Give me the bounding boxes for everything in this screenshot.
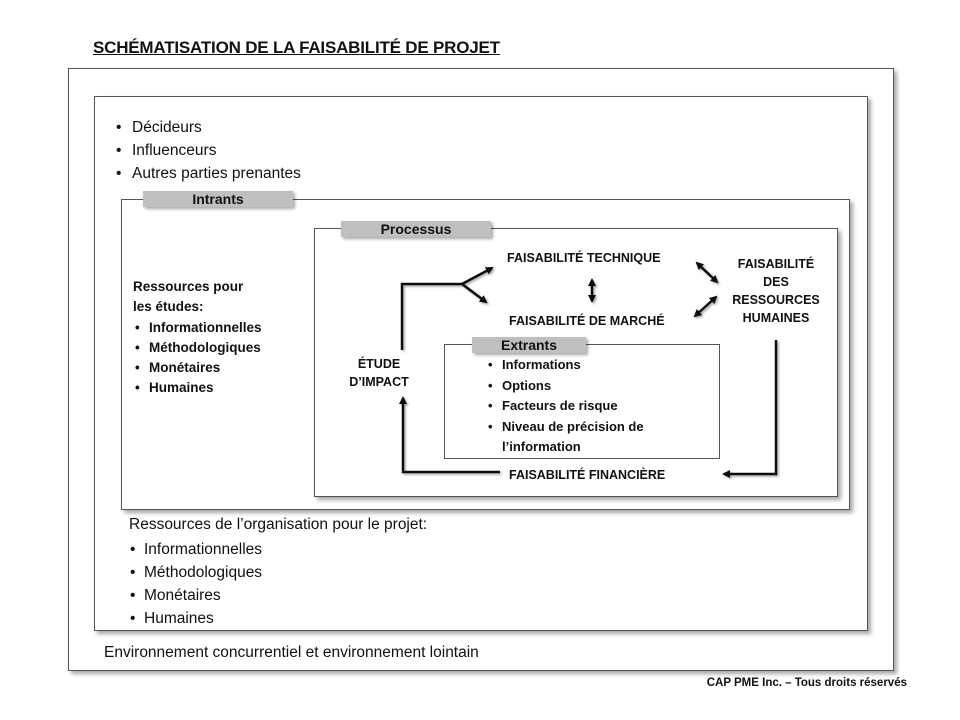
tab-extrants: Extrants xyxy=(472,337,586,353)
stakeholder-item: Influenceurs xyxy=(114,139,301,162)
org-resources-heading: Ressources de l’organisation pour le pro… xyxy=(129,516,428,533)
org-resource-item: Méthodologiques xyxy=(128,561,262,584)
node-faisabilite-marche: FAISABILITÉ DE MARCHÉ xyxy=(509,314,665,328)
tab-processus: Processus xyxy=(341,221,491,237)
node-impact-line1: ÉTUDE xyxy=(357,357,401,371)
node-faisabilite-rh: FAISABILITÉ DES RESSOURCES HUMAINES xyxy=(728,255,824,327)
output-item: Informations xyxy=(486,355,696,376)
study-resources-heading-line2: les études: xyxy=(133,299,204,314)
org-resource-item: Informationnelles xyxy=(128,538,262,561)
study-resources-heading-line1: Ressources pour xyxy=(133,279,244,294)
node-rh-line4: HUMAINES xyxy=(742,311,810,325)
node-faisabilite-technique: FAISABILITÉ TECHNIQUE xyxy=(507,251,661,265)
copyright-notice: CAP PME Inc. – Tous droits réservés xyxy=(706,677,907,689)
arrow-financiere-to-impact xyxy=(399,396,500,474)
study-resource-item: Informationnelles xyxy=(133,318,262,338)
node-impact-line2: D’IMPACT xyxy=(349,375,409,389)
arrow-rh-to-financiere xyxy=(722,340,778,478)
stakeholder-item: Décideurs xyxy=(114,116,301,139)
node-etude-impact: ÉTUDE D’IMPACT xyxy=(341,355,417,391)
environment-label: Environnement concurrentiel et environne… xyxy=(104,644,479,661)
stakeholder-item: Autres parties prenantes xyxy=(114,162,301,185)
output-item: Options xyxy=(486,376,696,397)
arrow-to-marche xyxy=(461,283,488,304)
node-faisabilite-financiere: FAISABILITÉ FINANCIÈRE xyxy=(509,468,666,482)
study-resource-item: Humaines xyxy=(133,378,262,398)
tab-intrants: Intrants xyxy=(143,191,293,207)
org-resource-item: Monétaires xyxy=(128,584,262,607)
arrow-marche-rh xyxy=(693,295,718,318)
study-resource-item: Monétaires xyxy=(133,358,262,378)
outputs-list: Informations Options Facteurs de risque … xyxy=(486,355,696,458)
study-resources: Ressources pour les études: Informationn… xyxy=(133,277,262,398)
arrow-to-technique xyxy=(461,266,494,286)
org-resources-list: Informationnelles Méthodologiques Monéta… xyxy=(128,538,262,630)
output-item: Niveau de précision de l’information xyxy=(486,417,696,458)
study-resource-item: Méthodologiques xyxy=(133,338,262,358)
org-resource-item: Humaines xyxy=(128,607,262,630)
stakeholders-list: Décideurs Influenceurs Autres parties pr… xyxy=(114,116,301,185)
output-item: Facteurs de risque xyxy=(486,396,696,417)
page-title: SCHÉMATISATION DE LA FAISABILITÉ DE PROJ… xyxy=(93,38,500,57)
arrow-technique-rh xyxy=(695,261,719,284)
node-rh-line3: RESSOURCES xyxy=(732,293,820,307)
arrow-impact-to-split xyxy=(400,282,462,350)
node-rh-line2: DES xyxy=(763,275,789,289)
node-rh-line1: FAISABILITÉ xyxy=(737,257,815,271)
